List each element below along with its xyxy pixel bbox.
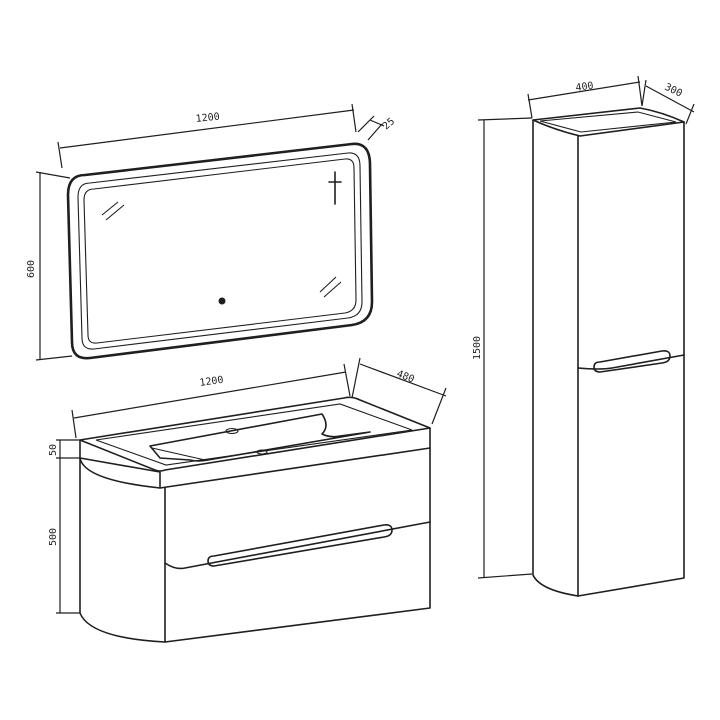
drawer-divider bbox=[164, 521, 431, 570]
tall-cabinet-top-inner bbox=[539, 111, 677, 133]
tall-cabinet-width-dimension: 400 bbox=[527, 75, 643, 119]
basin-rim bbox=[95, 403, 413, 466]
mirror-reflection-marks-top-left bbox=[101, 201, 125, 221]
tall-cabinet-door-split bbox=[577, 354, 685, 370]
mirror-depth-dimension: 25 bbox=[357, 115, 397, 141]
defogger-icon bbox=[328, 171, 342, 205]
touch-switch-icon bbox=[218, 297, 226, 305]
vanity-depth-label: 480 bbox=[395, 369, 416, 386]
mirror-width-label: 1200 bbox=[195, 112, 220, 125]
mirror-led-strip bbox=[83, 158, 357, 344]
tap-hole bbox=[225, 427, 239, 435]
tall-cabinet-height-dimension: 1500 bbox=[472, 117, 533, 579]
led-mirror bbox=[66, 142, 374, 360]
vanity-unit bbox=[79, 396, 431, 643]
vanity-body-height-label: 500 bbox=[48, 528, 59, 546]
countertop-left-side bbox=[79, 457, 161, 489]
cabinet-body bbox=[79, 447, 431, 643]
vanity-top-height-label: 50 bbox=[48, 444, 59, 456]
mirror-inner-frame bbox=[77, 152, 363, 350]
vanity-depth-dimension: 480 bbox=[351, 357, 447, 425]
mirror-reflection-marks-bottom-right bbox=[319, 276, 342, 298]
mirror-outer-frame bbox=[66, 142, 374, 360]
drawer-handle bbox=[207, 524, 393, 567]
basin-inner-edge bbox=[151, 447, 206, 461]
basin-bowl bbox=[149, 413, 371, 462]
tall-cabinet-height-label: 1500 bbox=[472, 336, 483, 360]
tall-cabinet-handle bbox=[593, 350, 671, 373]
drain-hole bbox=[256, 449, 268, 455]
tall-cabinet-top bbox=[532, 107, 685, 137]
vanity-top-height-dimension: 50 bbox=[48, 439, 80, 459]
mirror-width-dimension: 1200 bbox=[57, 103, 357, 169]
tall-cabinet-depth-dimension: 300 bbox=[641, 79, 695, 125]
mirror-height-dimension: 600 bbox=[26, 171, 73, 361]
mirror-height-label: 600 bbox=[26, 260, 37, 278]
mirror-depth-label: 25 bbox=[381, 116, 397, 132]
vanity-width-dimension: 1200 bbox=[71, 363, 351, 439]
tall-cabinet bbox=[532, 107, 685, 597]
vanity-width-label: 1200 bbox=[199, 375, 224, 389]
tall-cabinet-width-label: 400 bbox=[575, 81, 594, 94]
tall-cabinet-body bbox=[532, 119, 685, 597]
vanity-body-height-dimension: 500 bbox=[48, 458, 80, 614]
